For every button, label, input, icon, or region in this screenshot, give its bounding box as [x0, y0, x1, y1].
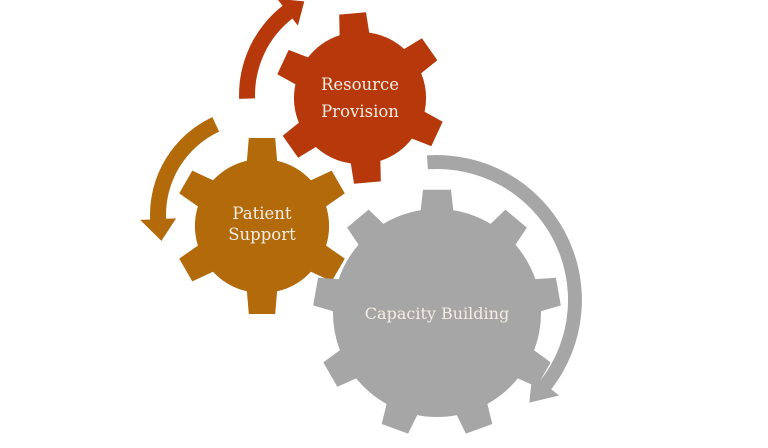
- capacity-building-gear-icon: [313, 189, 561, 434]
- patient-support-gear-icon: [179, 138, 345, 314]
- capacity-building-arrow: [426, 155, 582, 403]
- resource-provision-label-line1: Resource: [321, 75, 399, 94]
- gear-patient-support: Patient Support: [179, 138, 345, 314]
- patient-support-label-line1: Patient: [232, 204, 291, 223]
- patient-support-label-line2: Support: [228, 225, 296, 244]
- gear-capacity-building: Capacity Building: [313, 189, 561, 434]
- patient-support-arrow: [140, 117, 220, 241]
- resource-provision-arrow: [239, 0, 305, 99]
- gear-resource-provision: Resource Provision: [277, 12, 443, 184]
- resource-provision-label-line2: Provision: [321, 102, 399, 121]
- resource-provision-gear-icon: [277, 12, 443, 184]
- capacity-building-label: Capacity Building: [365, 304, 509, 323]
